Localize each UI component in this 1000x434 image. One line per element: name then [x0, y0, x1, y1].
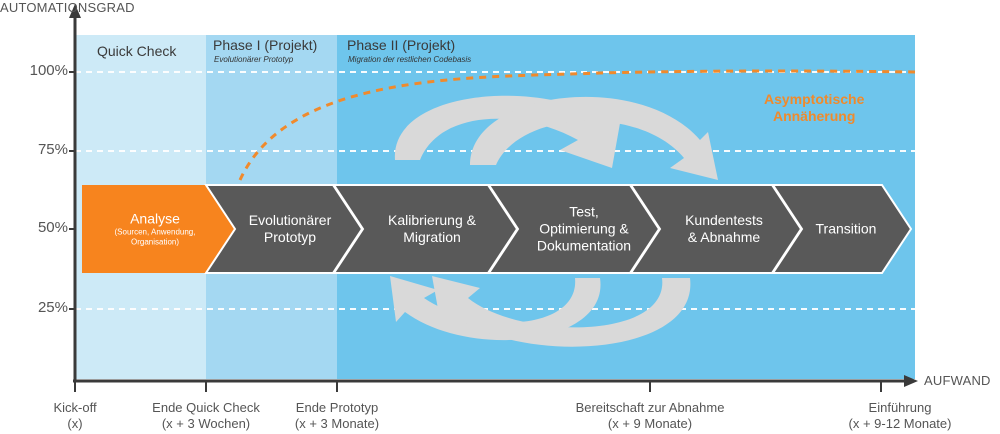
- step-test-line1: Test,: [569, 203, 599, 220]
- milestone-bereitschaft: Bereitschaft zur Abnahme (x + 9 Monate): [576, 400, 725, 432]
- step-transition: Transition: [816, 221, 877, 238]
- milestone-label: Ende Quick Check: [152, 400, 260, 415]
- phase-title-phase-2: Phase II (Projekt): [347, 37, 456, 53]
- milestone-label: Einführung: [868, 400, 932, 415]
- milestone-label: Ende Prototyp: [295, 400, 379, 415]
- y-tick-label: 100%: [29, 62, 68, 79]
- process-chevrons: [82, 184, 913, 274]
- step-transition-shape: [771, 184, 913, 274]
- asymptotic-annotation: Asymptotische Annäherung: [764, 91, 864, 125]
- y-tick-marks: [69, 71, 75, 310]
- milestone-ende-quick-check: Ende Quick Check (x + 3 Wochen): [152, 400, 260, 432]
- milestone-label: Kick-off: [53, 400, 97, 415]
- step-prototyp: Evolutionärer Prototyp: [249, 212, 332, 246]
- y-axis-arrow: [69, 4, 81, 18]
- asymptotic-annotation-line1: Asymptotische: [764, 91, 865, 107]
- milestone-ende-prototyp: Ende Prototyp (x + 3 Monate): [295, 400, 379, 432]
- asymptotic-annotation-line2: Annäherung: [772, 108, 856, 124]
- step-test: Test, Optimierung & Dokumentation: [537, 204, 631, 255]
- step-test-line2: Optimierung &: [539, 220, 629, 237]
- phase-subtitle-phase-1: Evolutionärer Prototyp: [214, 55, 294, 64]
- x-tick-marks: [74, 381, 882, 392]
- y-tick-label: 25%: [37, 299, 68, 316]
- asymptotic-curve: [238, 69, 916, 181]
- milestone-date: (x + 9-12 Monate): [848, 416, 952, 431]
- axes: [69, 4, 918, 387]
- milestone-date: (x + 3 Monate): [294, 416, 380, 431]
- milestone-date: (x + 9 Monate): [607, 416, 693, 431]
- step-kalibrierung-line2: Migration: [403, 229, 461, 245]
- step-analyse-shape: [82, 185, 234, 273]
- milestone-date: (x): [67, 416, 83, 431]
- step-prototyp-line2: Prototyp: [263, 229, 317, 245]
- step-kundentests: Kundentests & Abnahme: [685, 212, 763, 246]
- phase-title-phase-1: Phase I (Projekt): [213, 37, 318, 53]
- milestone-kick-off: Kick-off (x): [53, 400, 96, 432]
- step-kalibrierung: Kalibrierung & Migration: [388, 212, 476, 246]
- cycle-arrows-upper: [394, 95, 718, 180]
- step-kalibrierung-line1: Kalibrierung &: [388, 212, 476, 228]
- milestone-date: (x + 3 Wochen): [161, 416, 251, 431]
- y-tick-label: 50%: [37, 219, 68, 236]
- step-analyse: Analyse (Sourcen, Anwendung, Organisatio…: [99, 211, 211, 248]
- x-axis-title: AUFWAND: [924, 373, 991, 388]
- step-kundentests-line2: & Abnahme: [687, 229, 761, 245]
- step-test-line3: Dokumentation: [536, 237, 632, 254]
- step-prototyp-line1: Evolutionärer: [248, 212, 332, 228]
- step-analyse-subtitle: (Sourcen, Anwendung, Organisation): [114, 227, 196, 247]
- cycle-arrows-lower: [390, 276, 691, 347]
- step-transition-line1: Transition: [815, 220, 877, 237]
- x-axis-arrow: [904, 375, 918, 387]
- step-kundentests-line1: Kundentests: [685, 212, 763, 228]
- milestone-label: Bereitschaft zur Abnahme: [575, 400, 725, 415]
- y-axis-title: AUTOMATIONSGRAD: [0, 0, 135, 15]
- phase-subtitle-phase-2: Migration der restlichen Codebasis: [348, 55, 472, 64]
- y-tick-label: 75%: [37, 141, 68, 158]
- phase-title-quick-check: Quick Check: [97, 43, 177, 59]
- milestone-einfuehrung: Einführung (x + 9-12 Monate): [849, 400, 952, 432]
- step-analyse-title: Analyse: [130, 210, 180, 227]
